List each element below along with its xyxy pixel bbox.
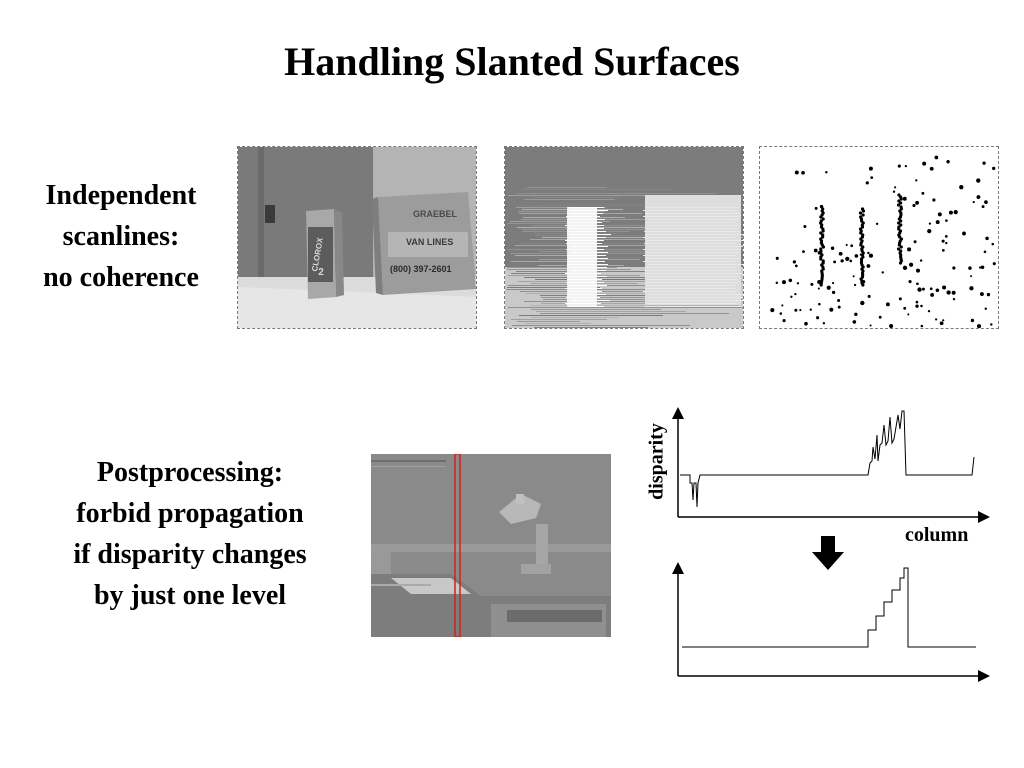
disparity-profile-after — [672, 560, 992, 685]
y-axis-label-text: disparity — [645, 423, 668, 500]
disparity-profile-before — [672, 405, 992, 525]
disparity-map-independent — [504, 146, 744, 329]
x-axis-label: column — [905, 524, 969, 546]
scattered-disparity-points — [759, 146, 999, 329]
caption-line: no coherence — [43, 262, 199, 293]
carton-text: (800) 397-2601 — [390, 264, 452, 274]
clorox-number: 2 — [318, 267, 324, 278]
caption-line: forbid propagation — [76, 498, 304, 529]
caption-line: Independent — [45, 180, 197, 211]
scene-photo: GRAEBEL VAN LINES (800) 397-2601 CLOROX … — [237, 146, 477, 329]
arrow-down-icon — [812, 536, 844, 570]
carton-text: VAN LINES — [406, 237, 453, 247]
caption-independent-scanlines: Independent scanlines: no coherence — [10, 175, 232, 298]
caption-line: Postprocessing: — [96, 457, 284, 488]
disparity-map-postprocessed — [371, 454, 611, 637]
caption-line: scanlines: — [62, 221, 180, 252]
carton-text: GRAEBEL — [413, 209, 458, 219]
slide-title: Handling Slanted Surfaces — [284, 39, 740, 84]
caption-line: if disparity changes — [73, 539, 307, 570]
caption-postprocessing: Postprocessing: forbid propagation if di… — [40, 452, 340, 616]
caption-line: by just one level — [93, 580, 287, 611]
